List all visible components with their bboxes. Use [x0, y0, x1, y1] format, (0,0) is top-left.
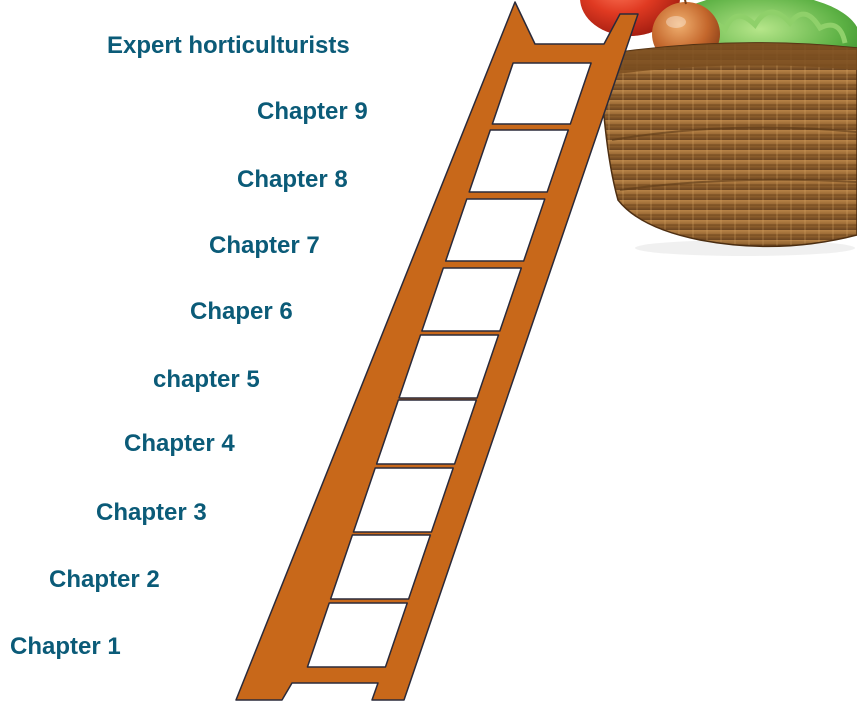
- step-label-chapter-9: Chapter 9: [257, 98, 368, 125]
- step-label-chapter-8: Chapter 8: [237, 166, 348, 193]
- step-label-chapter-6: Chaper 6: [190, 298, 293, 325]
- step-label-chapter-4: Chapter 4: [124, 430, 235, 457]
- step-label-chapter-1: Chapter 1: [10, 633, 121, 660]
- ladder-gap: [444, 198, 546, 262]
- ladder-gap: [352, 467, 454, 533]
- ladder-top: [522, 2, 604, 44]
- step-label-chapter-5: chapter 5: [153, 366, 260, 393]
- ladder-rungs: [306, 2, 604, 668]
- step-label-chapter-3: Chapter 3: [96, 499, 207, 526]
- ladder-gap: [421, 267, 523, 332]
- ladder-gap: [491, 62, 592, 125]
- step-label-chapter-7: Chapter 7: [209, 232, 320, 259]
- ladder-gap: [375, 399, 478, 465]
- step-label-expert-horticulturists: Expert horticulturists: [107, 32, 350, 59]
- ladder-gap: [468, 129, 570, 193]
- ladder-gap: [329, 534, 432, 600]
- ladder-gap: [398, 334, 500, 399]
- basket-icon: [599, 42, 857, 256]
- step-label-chapter-2: Chapter 2: [49, 566, 160, 593]
- ladder-gap: [306, 602, 408, 668]
